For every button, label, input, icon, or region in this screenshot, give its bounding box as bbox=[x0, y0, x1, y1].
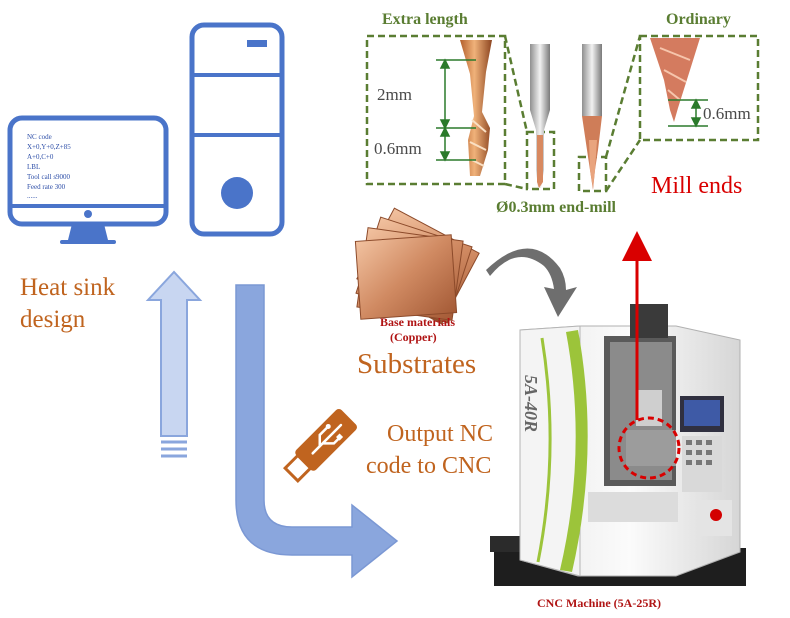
spindle-highlight-circle bbox=[617, 416, 681, 480]
dimension-lines-right bbox=[668, 98, 708, 128]
dimension-0-6mm-right-label: 0.6mm bbox=[703, 104, 751, 123]
cnc-machine-label: CNC Machine (5A-25R) bbox=[537, 596, 661, 610]
upload-arrow-icon bbox=[145, 270, 203, 458]
nc-code-line: NC code bbox=[27, 133, 52, 141]
heat-sink-label-line1: Heat sink bbox=[20, 274, 116, 301]
heat-sink-label-line2: design bbox=[20, 306, 86, 333]
output-nc-label-line2: code to CNC bbox=[366, 453, 492, 479]
cnc-machine-image bbox=[490, 304, 746, 586]
monitor-icon bbox=[7, 115, 169, 244]
substrates-label: Substrates bbox=[357, 348, 477, 380]
dimension-0-6mm-left-label: 0.6mm bbox=[374, 139, 422, 158]
copper-substrate-image bbox=[354, 207, 480, 325]
end-mill-label: Ø0.3mm end-mill bbox=[496, 199, 616, 216]
ordinary-label: Ordinary bbox=[666, 11, 731, 28]
nc-code-line: X+0,Y+0,Z+85 bbox=[27, 143, 71, 151]
base-materials-label-line1: Base materials bbox=[380, 315, 455, 329]
base-materials-label-line2: (Copper) bbox=[390, 330, 437, 344]
ordinary-tool-image bbox=[650, 38, 700, 122]
dimension-lines-left bbox=[436, 58, 476, 162]
tool-zoom-callouts bbox=[365, 34, 760, 193]
end-mill-extra-image bbox=[530, 44, 550, 188]
machine-model-text: 5A-40R bbox=[521, 375, 541, 433]
dimension-2mm-label: 2mm bbox=[377, 85, 412, 104]
output-flow-arrow bbox=[235, 284, 399, 579]
end-mill-ordinary-image bbox=[582, 44, 602, 190]
nc-code-line: LBL bbox=[27, 163, 41, 171]
computer-tower-icon bbox=[189, 22, 285, 237]
output-nc-label-line1: Output NC bbox=[387, 421, 494, 447]
extra-length-tool-image bbox=[460, 40, 492, 176]
feed-arrow bbox=[486, 248, 577, 317]
usb-stick-icon bbox=[282, 409, 357, 484]
nc-code-line: ...... bbox=[27, 192, 38, 200]
nc-code-line: Feed rate 300 bbox=[27, 183, 66, 191]
nc-code-line: A+0,C+0 bbox=[27, 153, 54, 161]
mill-ends-label: Mill ends bbox=[651, 173, 743, 199]
nc-code-line: Tool call s9000 bbox=[27, 173, 71, 181]
extra-length-label: Extra length bbox=[382, 11, 468, 28]
